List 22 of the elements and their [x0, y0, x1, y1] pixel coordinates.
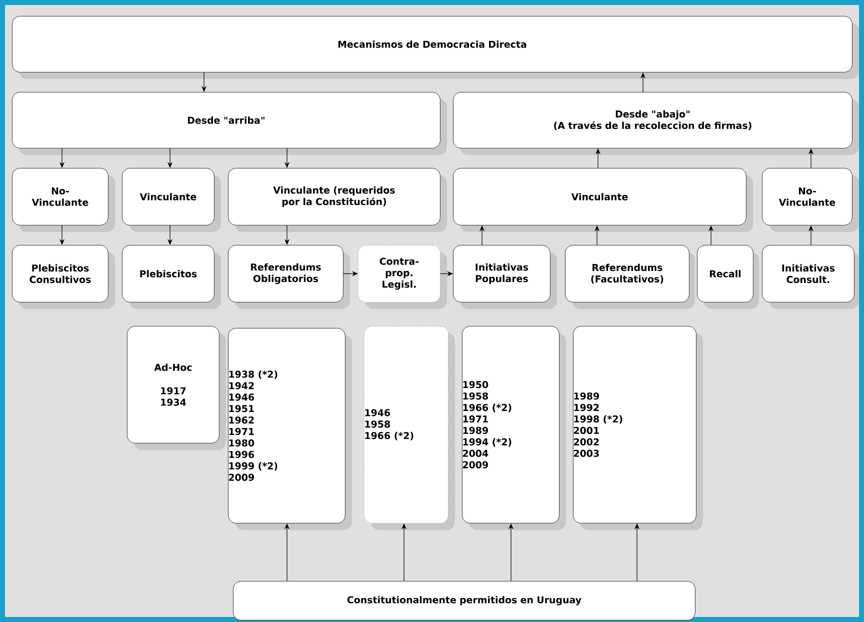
type-box: Vinculante — [453, 168, 753, 232]
mechanism-box: Referendums Obligatorios — [228, 245, 350, 309]
heading-box: Mecanismos de Democracia Directa — [12, 16, 859, 79]
type-box: Vinculante (requeridos por la Constitución) — [228, 168, 447, 232]
type-box: No-Vinculante — [12, 168, 115, 232]
category-box: Desde "abajo" (A través de la recoleccion de firmas) — [453, 92, 859, 155]
years-box: Ad-Hoc 1917 1934 — [127, 326, 226, 450]
base-box: Constitutionalmente permitidos en Uruguay — [233, 581, 696, 620]
mechanism-box: Plebiscitos Consultivos — [12, 245, 115, 309]
mechanism-box: Recall — [697, 245, 759, 309]
years-box: 1989 1992 1998 (*2) 2001 2002 2003 — [573, 326, 703, 530]
mechanism-box: Initiativas Consult. — [762, 245, 859, 309]
years-box: 1946 1958 1966 (*2) — [364, 326, 455, 530]
mechanism-box: Initiativas Populares — [453, 245, 557, 309]
type-box: Vinculante — [122, 168, 221, 232]
type-box: No-Vinculante — [762, 168, 859, 232]
mechanism-box: Referendums (Facultativos) — [565, 245, 695, 309]
years-box: 1938 (*2) 1942 1946 1951 1962 1971 1980 1996 1999 (*2) 2009 — [228, 328, 352, 530]
category-box: Desde "arriba" — [12, 92, 447, 155]
years-box: 1950 1958 1966 (*2) 1971 1989 1994 (*2) 2004 2009 — [462, 326, 566, 530]
mechanism-box: Plebiscitos — [122, 245, 221, 309]
mechanism-box: Contra-prop. Legisl. — [358, 245, 447, 309]
